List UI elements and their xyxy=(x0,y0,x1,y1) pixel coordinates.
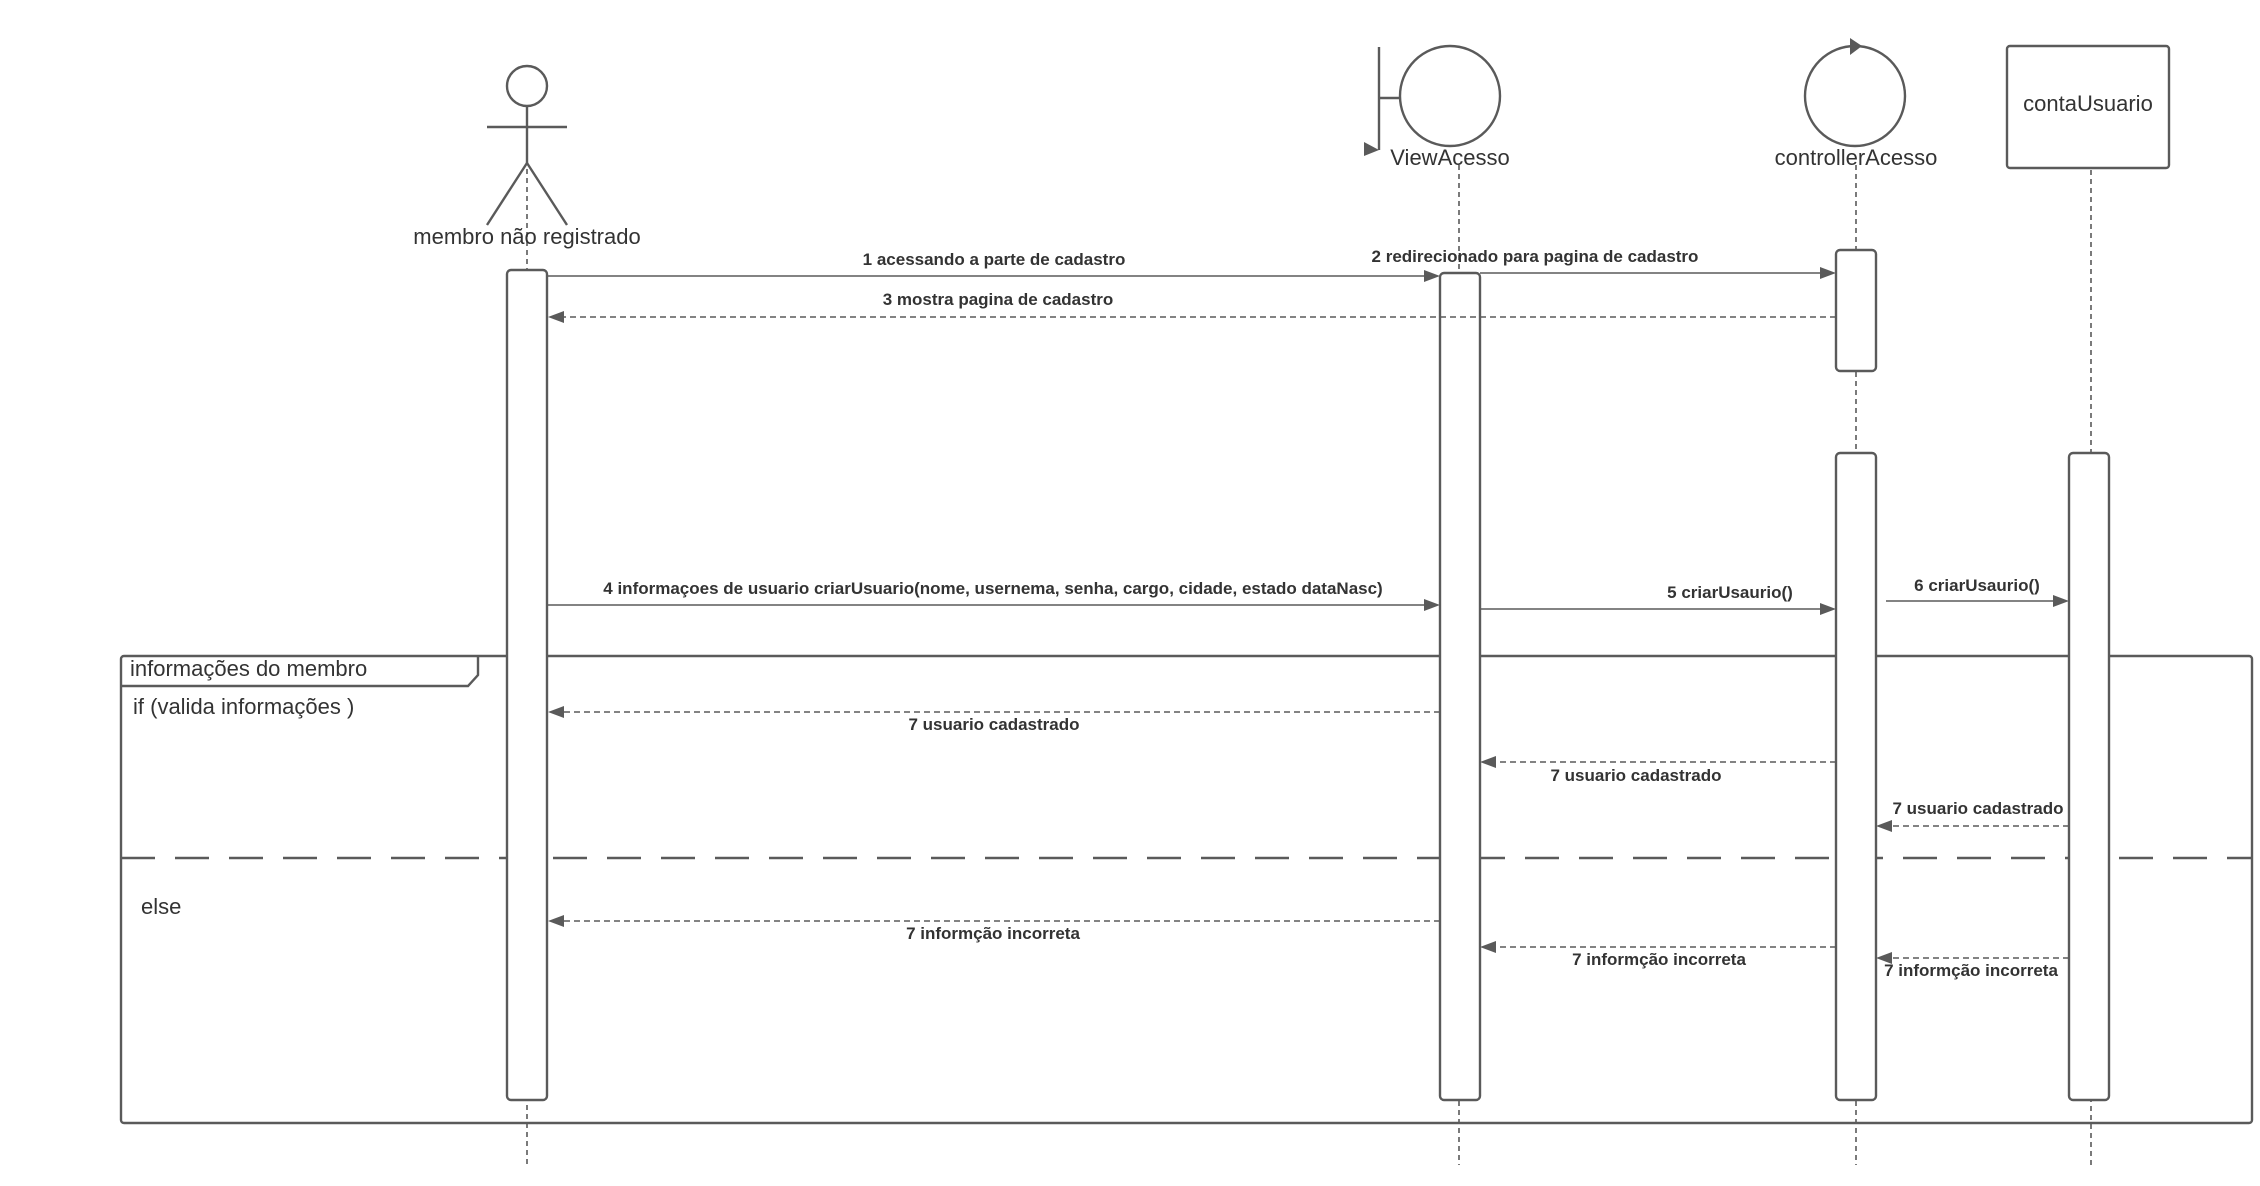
alt-fragment: informações do membro if (valida informa… xyxy=(119,654,2254,1125)
message-6: 6 criarUsaurio() xyxy=(1886,576,2069,607)
activation-controller-1 xyxy=(1834,248,1878,373)
message-7b: 7 usuario cadastrado xyxy=(1480,756,1836,785)
control-circle xyxy=(1803,44,1907,148)
entity-label: contaUsuario xyxy=(2023,91,2153,116)
message-3-label: 3 mostra pagina de cadastro xyxy=(883,290,1114,309)
message-7c-label: 7 usuario cadastrado xyxy=(1892,799,2063,818)
message-7a: 7 usuario cadastrado xyxy=(548,706,1440,734)
boundary-circle xyxy=(1398,44,1502,148)
message-5: 5 criarUsaurio() xyxy=(1480,583,1836,615)
control-controlleracesso: controllerAcesso xyxy=(1775,38,1938,170)
message-7f: 7 informção incorreta xyxy=(1876,952,2069,980)
message-1-arrowhead xyxy=(1424,270,1440,282)
message-7e-label: 7 informção incorreta xyxy=(1572,950,1746,969)
control-arrowhead xyxy=(1850,38,1862,55)
fragment-frame xyxy=(119,654,2254,1125)
actor-label: membro não registrado xyxy=(413,224,640,249)
message-7a-label: 7 usuario cadastrado xyxy=(908,715,1079,734)
message-6-label: 6 criarUsaurio() xyxy=(1914,576,2040,595)
guard-if: if (valida informações ) xyxy=(133,694,354,719)
boundary-viewacesso: ViewAcesso xyxy=(1364,44,1510,170)
control-label: controllerAcesso xyxy=(1775,145,1938,170)
message-7c: 7 usuario cadastrado xyxy=(1876,799,2069,832)
entity-contausuario: contaUsuario xyxy=(2005,44,2171,170)
message-4-arrowhead xyxy=(1424,599,1440,611)
message-7d: 7 informção incorreta xyxy=(548,915,1440,943)
actor-leg-left xyxy=(485,162,529,226)
actor-head xyxy=(505,64,549,108)
boundary-bar-foot xyxy=(1364,142,1379,156)
activation-membro xyxy=(505,268,549,1102)
guard-else: else xyxy=(141,894,181,919)
message-2-arrowhead xyxy=(1820,267,1836,279)
activation-controller-2 xyxy=(1834,451,1878,1102)
message-7e-arrowhead xyxy=(1480,941,1496,953)
message-3: 3 mostra pagina de cadastro xyxy=(548,290,1836,323)
actor-membro-nao-registrado: membro não registrado xyxy=(413,64,641,249)
boundary-label: ViewAcesso xyxy=(1390,145,1509,170)
message-7b-label: 7 usuario cadastrado xyxy=(1550,766,1721,785)
message-7b-arrowhead xyxy=(1480,756,1496,768)
actor-leg-right xyxy=(525,162,569,226)
message-4-label: 4 informaçoes de usuario criarUsuario(no… xyxy=(603,579,1382,598)
fragment-name-tab xyxy=(121,656,480,688)
message-7e: 7 informção incorreta xyxy=(1480,941,1836,969)
activation-contausuario xyxy=(2067,451,2111,1102)
message-5-arrowhead xyxy=(1820,603,1836,615)
message-7d-arrowhead xyxy=(548,915,564,927)
message-6-arrowhead xyxy=(2053,595,2069,607)
message-7f-label: 7 informção incorreta xyxy=(1884,961,2058,980)
message-2-label: 2 redirecionado para pagina de cadastro xyxy=(1372,247,1699,266)
message-1: 1 acessando a parte de cadastro xyxy=(548,250,1440,282)
message-1-label: 1 acessando a parte de cadastro xyxy=(863,250,1126,269)
entity-box xyxy=(2005,44,2171,170)
message-7c-arrowhead xyxy=(1876,820,1892,832)
message-7f-arrowhead xyxy=(1876,952,1892,964)
message-3-arrowhead xyxy=(548,311,564,323)
message-4: 4 informaçoes de usuario criarUsuario(no… xyxy=(548,579,1440,611)
message-5-label: 5 criarUsaurio() xyxy=(1667,583,1793,602)
activation-viewacesso xyxy=(1438,271,1482,1102)
fragment-name: informações do membro xyxy=(130,656,367,681)
message-7a-arrowhead xyxy=(548,706,564,718)
message-2: 2 redirecionado para pagina de cadastro xyxy=(1372,247,1836,279)
message-7d-label: 7 informção incorreta xyxy=(906,924,1080,943)
